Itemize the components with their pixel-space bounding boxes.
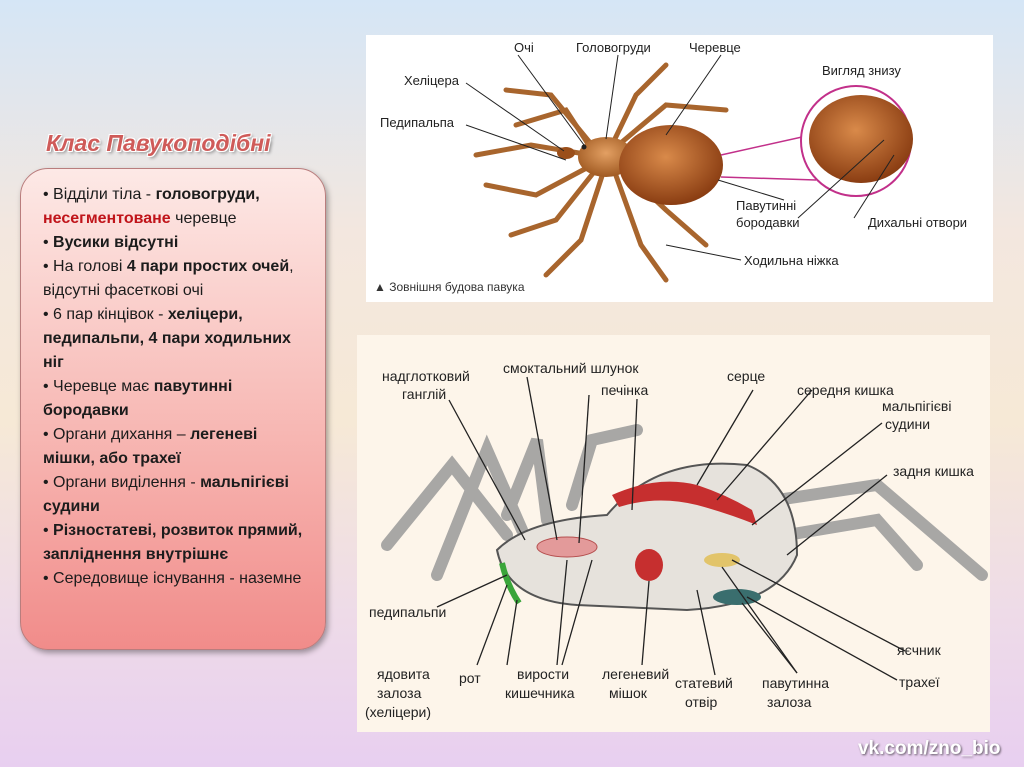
bullet-item: • 6 пар кінцівок - хеліцери, педипальпи,… [43,303,311,375]
label-poison-2: залоза [377,685,422,701]
bullet-text: • Середовище існування - наземне [43,570,302,587]
label-silk-2: залоза [767,694,812,710]
label-poison-1: ядовита [377,666,430,682]
label-spinnerets-1: Павутинні [736,198,796,213]
slide-title: Клас Павукоподібні [46,130,271,156]
bullet-text: Вусики відсутні [53,234,179,251]
label-cephalothorax: Головогруди [576,40,651,55]
bullet-item: • На голові 4 пари простих очей, відсутн… [43,255,311,303]
bullet-text: • 6 пар кінцівок - [43,306,168,323]
label-heart: серце [727,368,765,384]
label-lung-1: легеневий [602,666,669,682]
label-genital-2: отвір [685,694,717,710]
label-bottom-view: Вигляд знизу [822,63,901,78]
external-structure-figure: Очі Головогруди Черевце Хеліцера Педипал… [366,35,993,302]
watermark: vk.com/zno_bio [858,738,1001,759]
bullet-text: павутинні бородавки [43,378,233,419]
label-abdomen: Черевце [689,40,741,55]
label-ovary: яєчник [897,642,942,658]
label-chelicera: Хеліцера [404,73,460,88]
bullet-text: мальпігієві судини [43,474,289,515]
spider-chelicera [557,147,575,159]
bullet-item: • Вусики відсутні [43,231,311,255]
bullet-text: • Черевце має [43,378,154,395]
bullet-text: Різностатеві, розвиток прямий, запліднен… [43,522,303,563]
ventral-abdomen [809,95,913,183]
label-ganglion-1: надглотковий [382,368,470,384]
label-spinnerets-2: бородавки [736,215,800,230]
bullet-list: • Відділи тіла - головогруди, несегменто… [43,183,311,591]
label-silk-1: павутинна [762,675,829,691]
spider-abdomen [619,125,723,205]
bullet-text: • Органи виділення - [43,474,201,491]
spider-eye [581,144,587,150]
label-walking-leg: Ходильна ніжка [744,253,839,268]
bullet-item: • Середовище існування - наземне [43,567,311,591]
lung-sac [635,549,663,581]
figure-caption: ▲ Зовнішня будова павука [374,280,525,294]
label-midgut: середня кишка [797,382,894,398]
label-genital-1: статевий [675,675,733,691]
label-eyes: Очі [514,40,534,55]
label-outgrowths-2: кишечника [505,685,575,701]
label-malpighian-2: судини [885,416,930,432]
label-lung-2: мішок [609,685,648,701]
label-ganglion-2: ганглій [402,386,446,402]
heart-midgut [612,481,757,525]
bullet-text: головогруди, [155,186,260,203]
label-stomach: смоктальний шлунок [503,360,639,376]
external-spider-illustration: Очі Головогруди Черевце Хеліцера Педипал… [374,40,967,294]
bullet-text: • На голові [43,258,127,275]
spider-legs [473,62,729,283]
internal-spider-legs [381,424,988,581]
bullet-text: несегментоване [43,210,171,227]
label-trachea: трахеї [899,674,940,690]
silk-gland [713,589,761,605]
bullet-item: • Органи виділення - мальпігієві судини [43,471,311,519]
bullet-text: • [43,522,54,539]
label-poison-3: (хеліцери) [365,704,431,720]
label-malpighian-1: мальпігієві [882,398,951,414]
bullet-item: • Відділи тіла - головогруди, несегменто… [43,183,311,231]
bullet-text: 4 пари простих очей [126,258,290,275]
bullet-text: • Відділи тіла - [43,186,156,203]
bullet-text: хеліцери, педипальпи, 4 пари ходильних н… [43,306,291,371]
zoom-connector-line [720,134,812,156]
label-outgrowths-1: вирости [517,666,569,682]
external-pointer-lines [465,54,895,261]
internal-structure-figure: надглотковий ганглій смоктальний шлунок … [357,335,990,732]
sucking-stomach [536,536,598,558]
label-pedipalp: Педипальпа [380,115,455,130]
bullet-text: , відсутні фасеткові очі [43,258,294,299]
label-mouth: рот [459,670,481,686]
label-spiracles: Дихальні отвори [868,215,967,230]
bullet-item: • Органи дихання – легеневі мішки, або т… [43,423,311,471]
label-pedipalps: педипальпи [369,604,446,620]
info-panel: • Відділи тіла - головогруди, несегменто… [20,168,326,650]
bullet-text: легеневі мішки, або трахеї [43,426,258,467]
bullet-item: • Різностатеві, розвиток прямий, заплідн… [43,519,311,567]
bullet-item: • Черевце має павутинні бородавки [43,375,311,423]
ovary [704,553,740,567]
internal-pointer-lines [436,376,906,681]
label-liver: печінка [601,382,648,398]
poison-gland [499,562,522,605]
bullet-text: • Органи дихання – [43,426,191,443]
bullet-text: • [43,234,54,251]
label-hindgut: задня кишка [893,463,974,479]
zoom-connector-line [720,176,817,181]
bullet-text: черевце [170,210,237,227]
internal-spider-illustration: надглотковий ганглій смоктальний шлунок … [365,360,988,720]
